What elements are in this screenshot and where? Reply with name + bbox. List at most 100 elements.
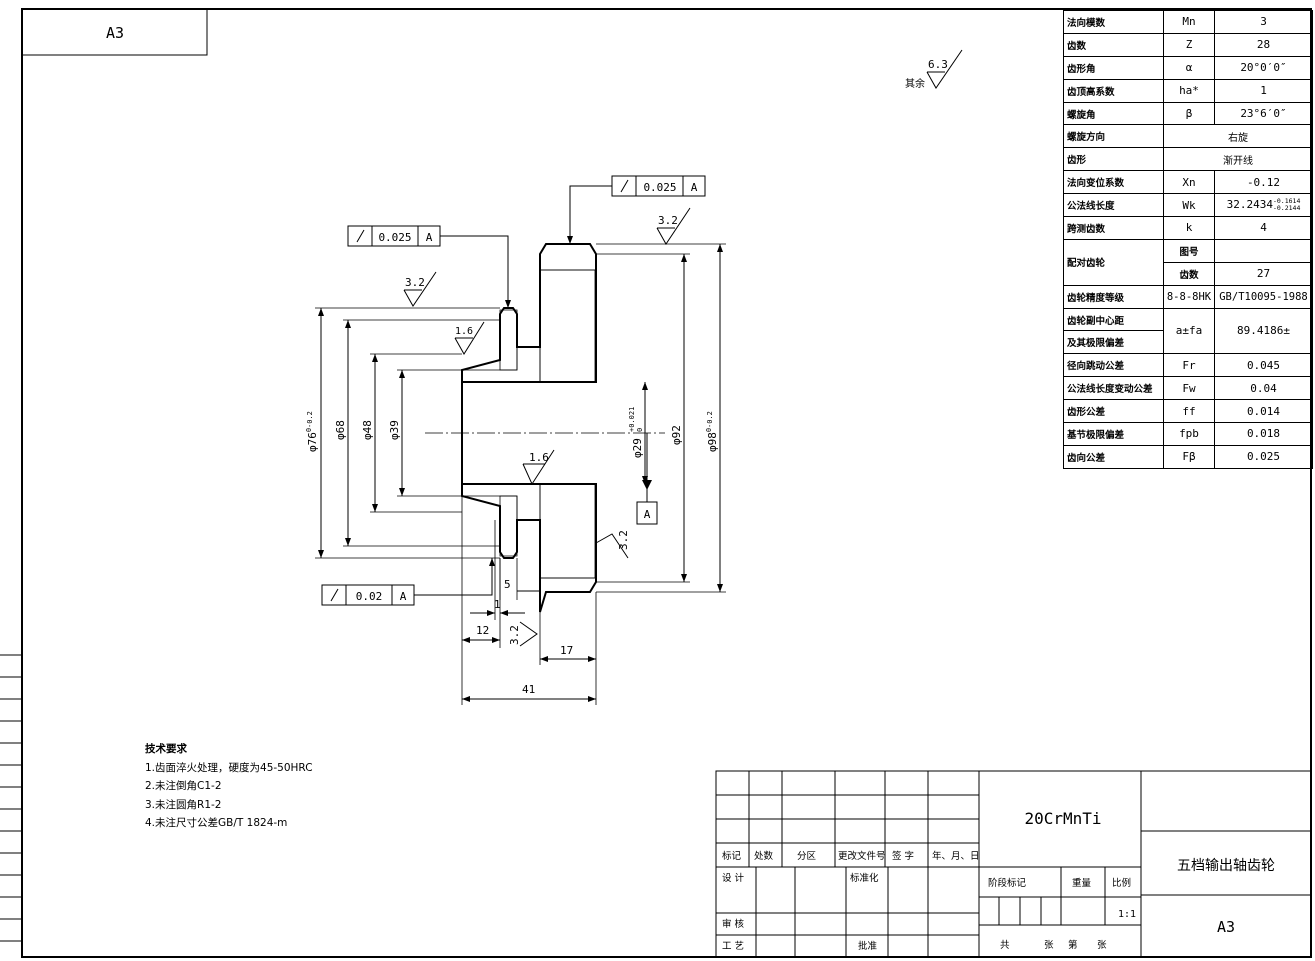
svg-text:第: 第 bbox=[1068, 939, 1078, 951]
dimension-w41: 41 bbox=[462, 683, 596, 702]
svg-text:41: 41 bbox=[522, 683, 535, 696]
svg-text:A: A bbox=[691, 181, 698, 194]
svg-text:更改文件号: 更改文件号 bbox=[838, 850, 886, 862]
svg-text:1.6: 1.6 bbox=[455, 326, 473, 337]
svg-text:0.025: 0.025 bbox=[378, 231, 411, 244]
svg-text:17: 17 bbox=[560, 644, 573, 657]
svg-text:3.2: 3.2 bbox=[508, 625, 521, 645]
svg-text:签 字: 签 字 bbox=[892, 850, 914, 862]
dimension-d39: φ39 bbox=[388, 369, 462, 497]
svg-text:φ48: φ48 bbox=[361, 420, 374, 440]
dimension-d29: φ29 +0.021 0 bbox=[628, 382, 648, 484]
svg-text:12: 12 bbox=[476, 624, 489, 637]
svg-text:0.025: 0.025 bbox=[643, 181, 676, 194]
svg-text:5: 5 bbox=[504, 578, 511, 591]
rest-label: 其余 bbox=[905, 77, 925, 90]
left-margin-ticks bbox=[0, 654, 22, 942]
dimension-w17: 17 bbox=[539, 592, 597, 705]
tolerance-frame-bottom: 0.02 A bbox=[321, 558, 495, 606]
tech-title: 技术要求 bbox=[145, 743, 187, 755]
param-row: 配对齿轮图号 bbox=[1063, 238, 1313, 286]
svg-text:φ92: φ92 bbox=[670, 425, 683, 445]
dimension-w12: 12 bbox=[461, 496, 501, 705]
rest-roughness-symbol: 其余 6.3 bbox=[905, 49, 963, 90]
svg-text:比例: 比例 bbox=[1112, 877, 1131, 889]
svg-text:+0.021: +0.021 bbox=[628, 407, 636, 432]
dimension-d68: φ68 bbox=[334, 319, 500, 547]
svg-text:φ68: φ68 bbox=[334, 420, 347, 440]
part-name: 五档输出轴齿轮 bbox=[1177, 858, 1275, 874]
dimension-w5: 5 bbox=[499, 558, 540, 600]
roughness-top-right: 3.2 bbox=[656, 207, 691, 245]
material: 20CrMnTi bbox=[1024, 809, 1101, 828]
dimension-w1: 1 bbox=[470, 520, 525, 620]
svg-text:3.2: 3.2 bbox=[617, 530, 630, 550]
technical-requirements: 技术要求 1.齿面淬火处理，硬度为45-50HRC 2.未注倒角C1-2 3.未… bbox=[145, 740, 313, 833]
roughness-bore: 1.6 bbox=[522, 449, 555, 486]
svg-text:-0.2: -0.2 bbox=[706, 411, 714, 428]
scale-value: 1:1 bbox=[1118, 909, 1136, 920]
dimension-d98: φ980 -0.2 bbox=[596, 243, 726, 593]
svg-text:-0.2: -0.2 bbox=[306, 411, 314, 428]
param-row: 螺旋方向右旋 bbox=[1063, 124, 1313, 149]
svg-text:1: 1 bbox=[494, 598, 501, 611]
sheet-border bbox=[21, 8, 1312, 958]
svg-text:φ39: φ39 bbox=[388, 420, 401, 440]
svg-text:φ980: φ980 bbox=[705, 428, 719, 452]
svg-text:审 核: 审 核 bbox=[722, 918, 745, 930]
svg-text:批准: 批准 bbox=[858, 940, 878, 952]
dimension-d48: φ48 bbox=[361, 353, 462, 513]
svg-text:3.2: 3.2 bbox=[658, 214, 678, 227]
tolerance-frame-top: 0.025 A bbox=[567, 175, 706, 244]
svg-text:处数: 处数 bbox=[754, 850, 774, 862]
svg-text:A: A bbox=[400, 590, 407, 603]
roughness-face-bottom: 3.2 bbox=[508, 621, 538, 647]
svg-text:0.02: 0.02 bbox=[356, 590, 383, 603]
tolerance-frame-left: 0.025 A bbox=[347, 225, 511, 308]
svg-text:阶段标记: 阶段标记 bbox=[988, 877, 1027, 889]
svg-text:设 计: 设 计 bbox=[722, 872, 745, 884]
svg-text:年、月、日: 年、月、日 bbox=[932, 850, 980, 862]
svg-text:张: 张 bbox=[1044, 940, 1054, 951]
format-label-bottom: A3 bbox=[1217, 918, 1235, 936]
tech-item: 4.未注尺寸公差GB/T 1824-m bbox=[145, 817, 288, 829]
title-block: 标记 处数 分区 更改文件号 签 字 年、月、日 设 计 标准化 审 核 工 艺… bbox=[715, 770, 1312, 958]
rest-roughness-value: 6.3 bbox=[928, 58, 948, 71]
svg-text:3.2: 3.2 bbox=[405, 276, 425, 289]
tech-item: 3.未注圆角R1-2 bbox=[145, 798, 222, 811]
svg-text:重量: 重量 bbox=[1072, 877, 1092, 889]
dimension-d76: φ760 -0.2 bbox=[305, 307, 500, 559]
svg-text:1.6: 1.6 bbox=[529, 451, 549, 464]
gear-section-view: 0.025 A 0.025 A 0.02 A A bbox=[305, 175, 726, 705]
tech-item: 1.齿面淬火处理，硬度为45-50HRC bbox=[145, 761, 313, 774]
format-box-top: A3 bbox=[22, 9, 208, 56]
svg-text:工 艺: 工 艺 bbox=[722, 941, 744, 952]
svg-text:分区: 分区 bbox=[797, 851, 817, 862]
roughness-chamfer-top: 1.6 bbox=[454, 321, 485, 355]
roughness-top-left: 3.2 bbox=[403, 271, 437, 307]
svg-text:标记: 标记 bbox=[722, 850, 742, 862]
format-label-top: A3 bbox=[106, 24, 124, 42]
svg-text:0: 0 bbox=[636, 428, 644, 432]
dimension-d92: φ92 bbox=[596, 253, 690, 583]
svg-text:共: 共 bbox=[1000, 940, 1010, 951]
svg-text:张: 张 bbox=[1097, 940, 1107, 951]
svg-text:φ29: φ29 bbox=[631, 438, 644, 458]
svg-text:A: A bbox=[644, 508, 651, 521]
tech-item: 2.未注倒角C1-2 bbox=[145, 780, 222, 792]
svg-text:φ760: φ760 bbox=[305, 428, 319, 452]
